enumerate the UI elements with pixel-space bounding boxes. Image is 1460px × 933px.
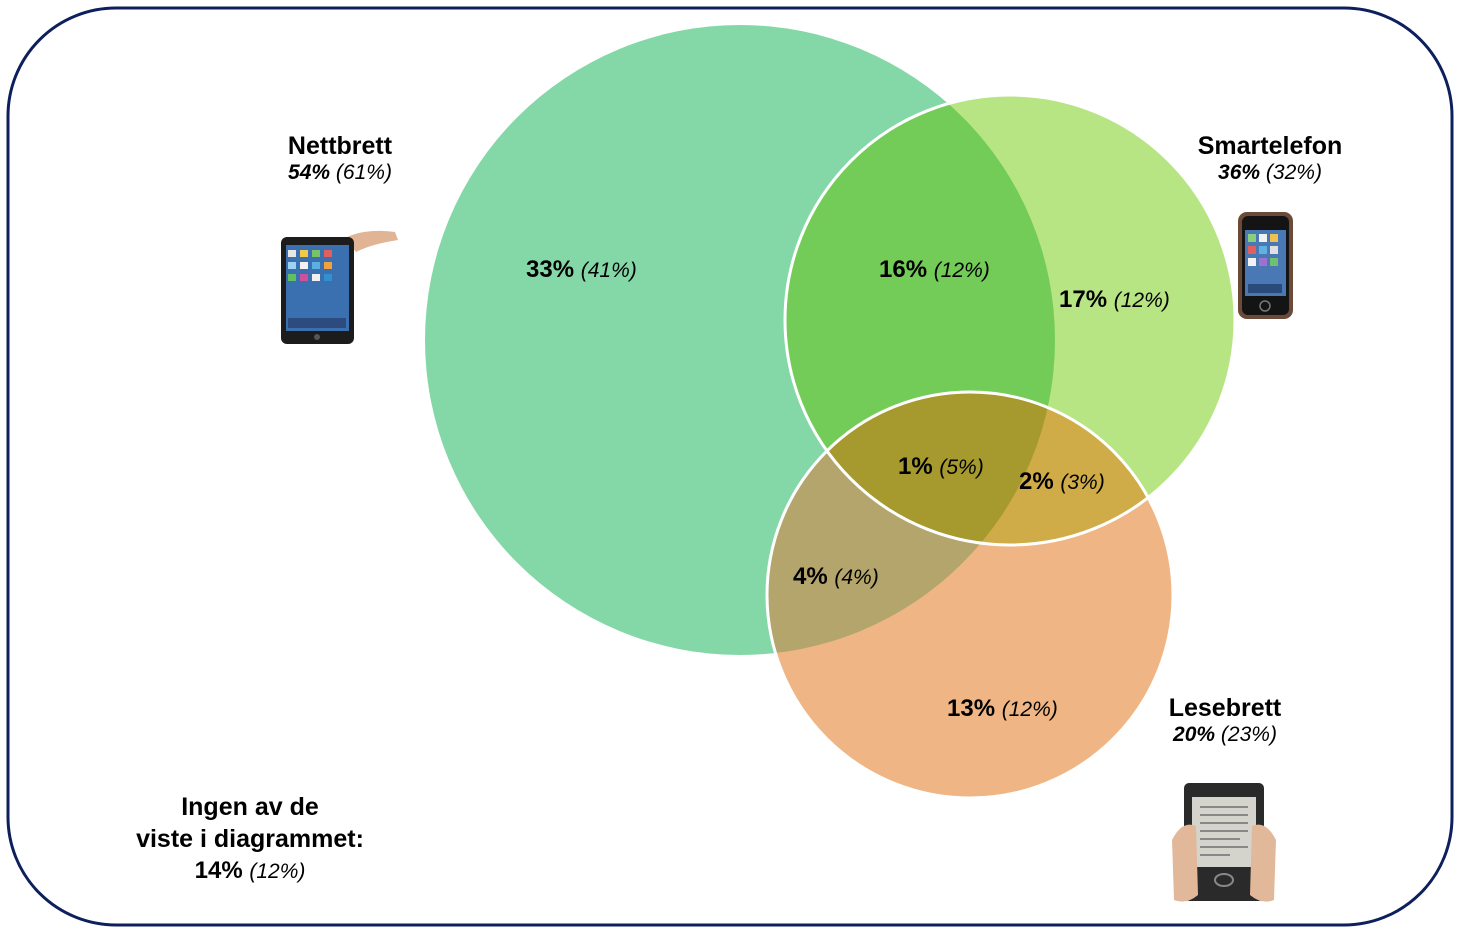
ereader-icon [1172,783,1276,902]
region-previous: (41%) [580,259,637,282]
region-nettbrett-smartelefon: 16% (12%) [879,256,990,284]
none-of-the-above: Ingen av de viste i diagrammet: 14% (12%… [80,791,420,888]
none-line1: Ingen av de [181,793,319,821]
legend-nettbrett-total: 54% [288,161,331,184]
smartphone-icon [1238,212,1293,319]
legend-smartelefon: Smartelefon 36% (32%) [1170,132,1370,185]
region-previous: (12%) [1113,289,1170,312]
legend-lesebrett: Lesebrett 20% (23%) [1135,694,1315,747]
legend-smartelefon-total: 36% [1218,161,1261,184]
none-line2: viste i diagrammet: [136,825,364,853]
region-previous: (4%) [834,566,879,589]
legend-lesebrett-total: 20% [1173,723,1216,746]
region-value: 13% [947,695,996,722]
region-value: 33% [526,256,575,283]
region-smartelefon-lesebrett: 2% (3%) [1019,468,1105,496]
region-previous: (12%) [1001,698,1058,721]
lesebrett-outline [765,390,1175,800]
legend-lesebrett-previous: (23%) [1220,723,1277,746]
legend-lesebrett-name: Lesebrett [1168,694,1282,722]
region-all-three: 1% (5%) [898,453,984,481]
region-nettbrett-lesebrett: 4% (4%) [793,563,879,591]
region-value: 16% [879,256,928,283]
tablet-icon [281,230,398,344]
region-nettbrett-only: 33% (41%) [526,256,637,284]
region-value: 4% [793,563,828,590]
region-value: 2% [1019,468,1054,495]
none-previous: (12%) [249,860,306,883]
region-previous: (12%) [933,259,990,282]
legend-nettbrett-name: Nettbrett [287,132,393,160]
legend-smartelefon-previous: (32%) [1265,161,1322,184]
legend-smartelefon-name: Smartelefon [1197,132,1343,160]
region-value: 1% [898,453,933,480]
region-previous: (3%) [1060,471,1105,494]
none-value: 14% [194,857,243,884]
legend-nettbrett: Nettbrett 54% (61%) [250,132,430,185]
region-previous: (5%) [939,456,984,479]
region-smartelefon-only: 17% (12%) [1059,286,1170,314]
region-lesebrett-only: 13% (12%) [947,695,1058,723]
region-value: 17% [1059,286,1108,313]
smartelefon-outline [783,93,1237,547]
legend-nettbrett-previous: (61%) [335,161,392,184]
